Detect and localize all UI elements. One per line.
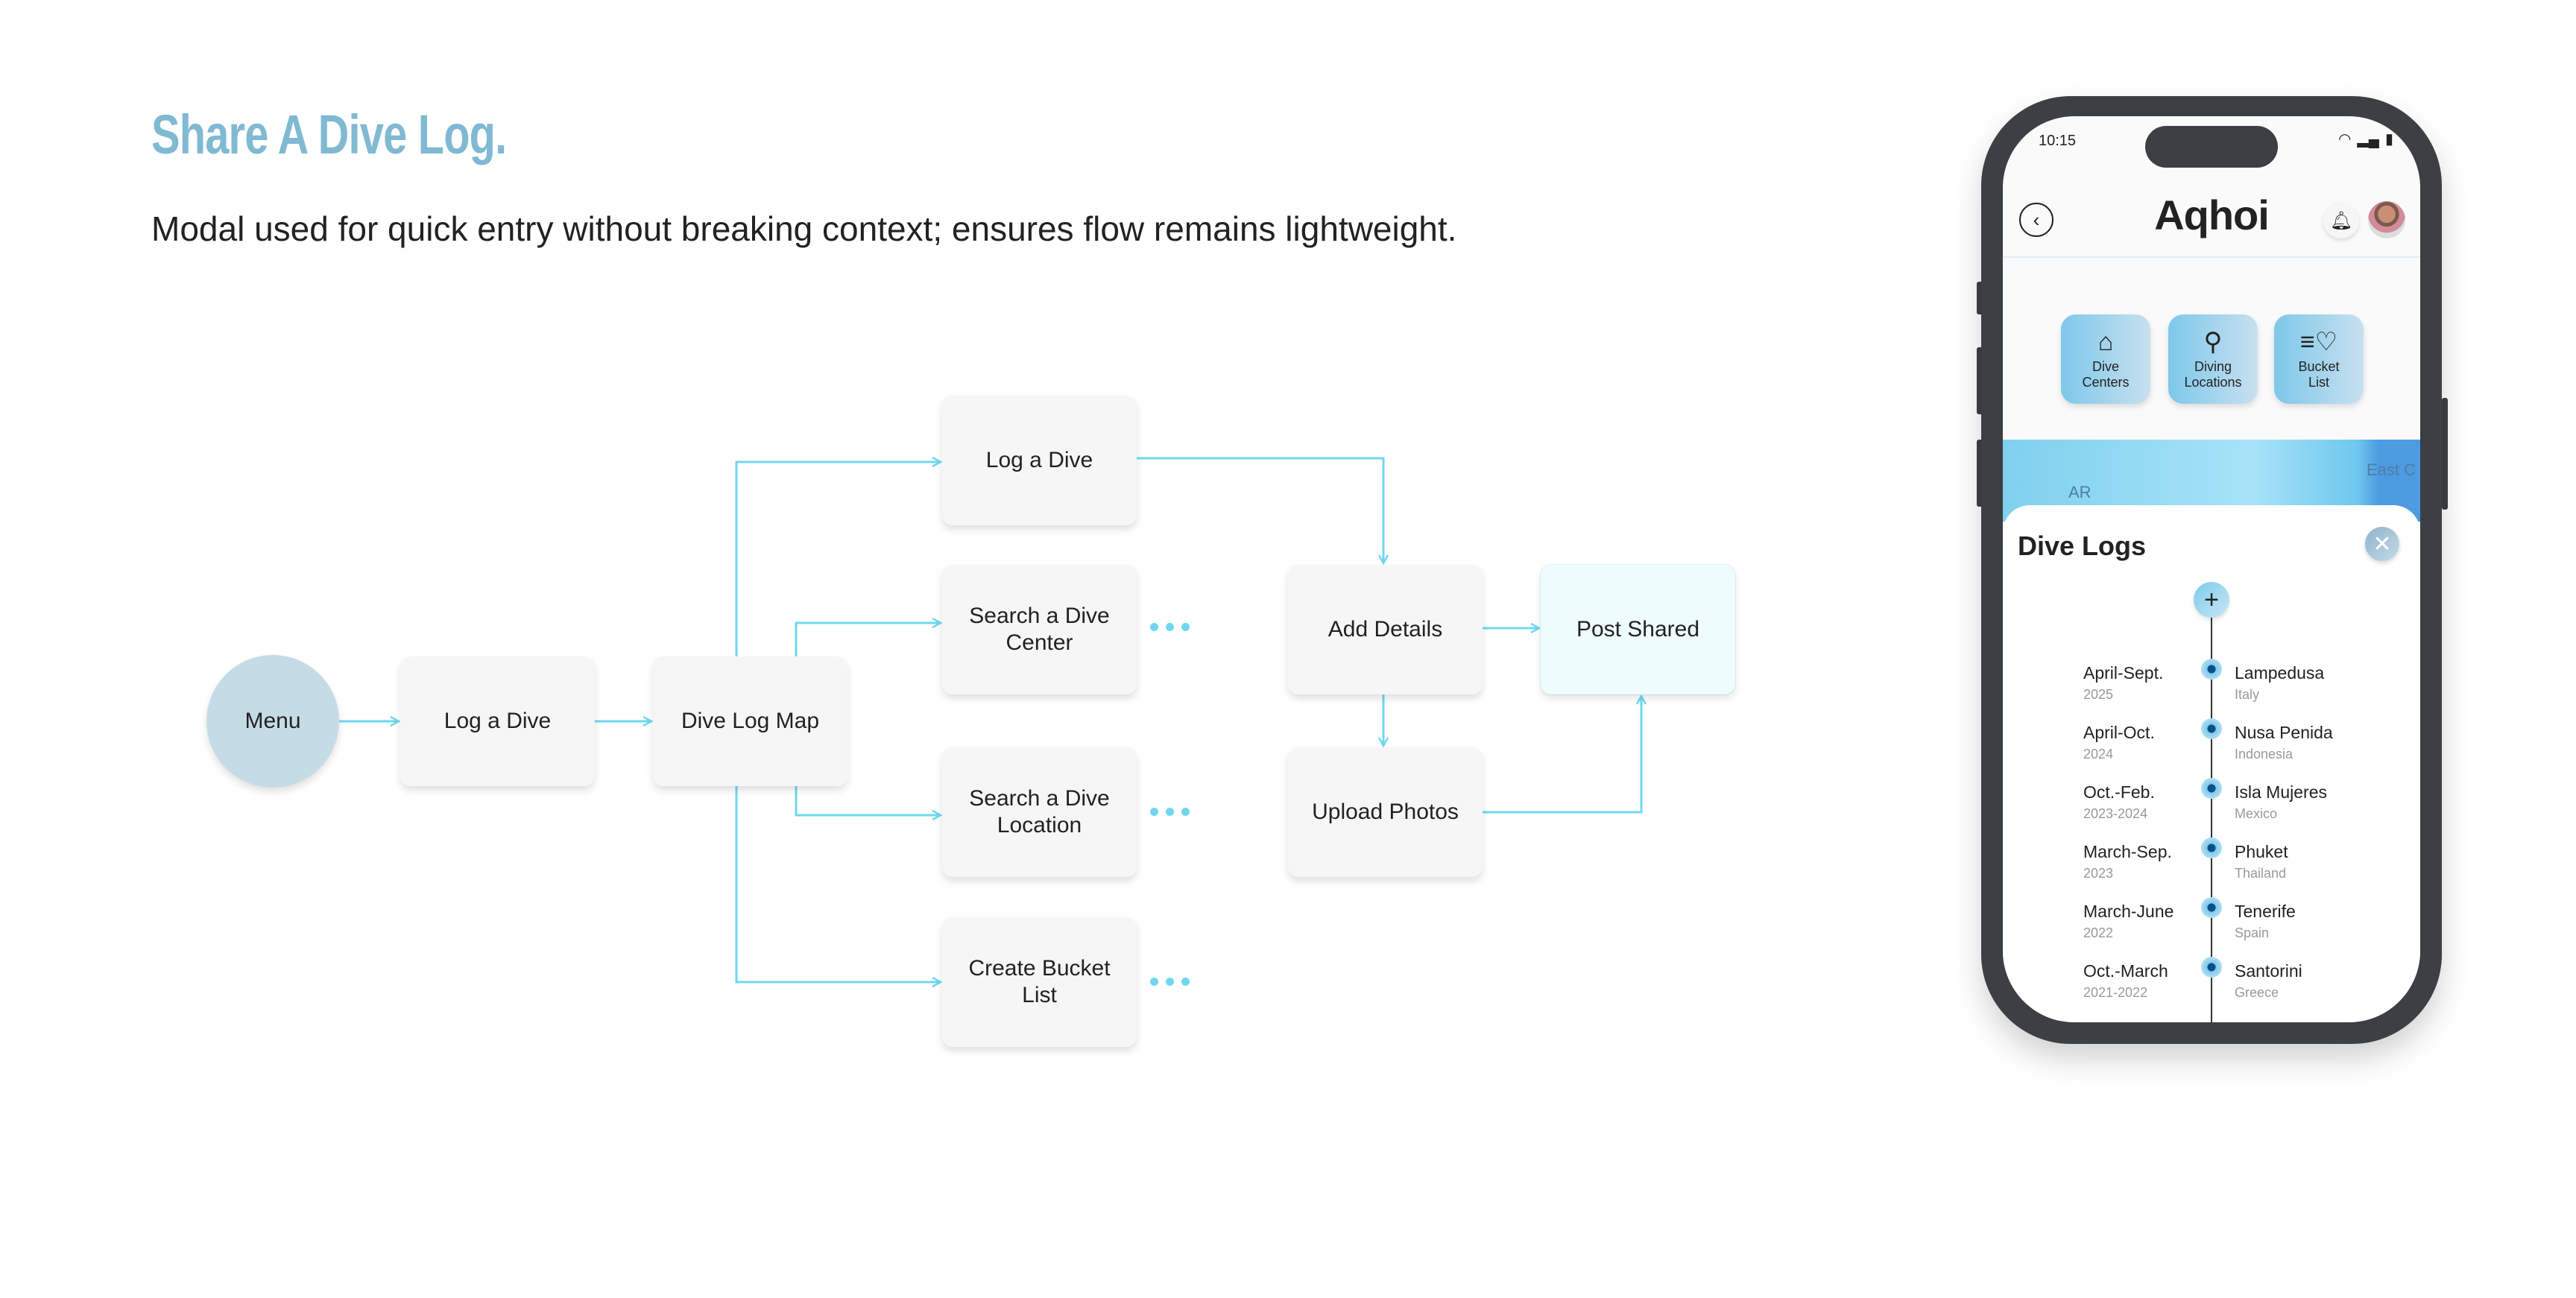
add-dive-log-button[interactable]: + <box>2194 582 2229 618</box>
list-heart-icon: ≡♡ <box>2299 328 2338 356</box>
diving-locations-button[interactable]: ⚲ Diving Locations <box>2168 314 2258 404</box>
ellipsis-icon <box>1150 978 1190 986</box>
timeline-dot <box>2201 897 2222 918</box>
button-label: Centers <box>2082 375 2130 390</box>
entry-country: Mexico <box>2235 806 2278 821</box>
ellipsis-icon <box>1150 623 1190 631</box>
flow-node-log-a-dive-2: Log a Dive <box>942 396 1137 525</box>
timeline-entry[interactable]: April-Oct. 2024 Nusa Penida Indonesia <box>2003 718 2420 775</box>
timeline-line <box>2211 617 2212 1022</box>
signal-icon: ▂▄ <box>2357 131 2379 148</box>
entry-year: 2024 <box>2083 747 2114 762</box>
map-label: AR <box>2068 483 2092 501</box>
app-logo: Aqhoi <box>2154 191 2270 238</box>
entry-dates: Oct.-March <box>2083 961 2168 981</box>
connector-upload-post <box>1483 696 1641 814</box>
connector-map-center <box>795 623 941 656</box>
entry-year: 2021-2022 <box>2083 985 2148 1000</box>
timeline-entry[interactable]: March-Sep. 2023 Phuket Thailand <box>2003 838 2420 894</box>
connector-map-location <box>795 786 941 815</box>
phone-side-button <box>1977 347 1983 414</box>
entry-country: Spain <box>2235 925 2270 940</box>
page-title: Share A Dive Log. <box>151 104 507 165</box>
entry-dates: March-June <box>2083 902 2174 921</box>
flow-node-add-details: Add Details <box>1288 565 1483 694</box>
entry-place: Lampedusa <box>2235 663 2325 683</box>
entry-place: Santorini <box>2235 961 2302 981</box>
entry-country: Greece <box>2235 985 2279 1000</box>
map-pin-icon: ⚲ <box>2203 328 2223 356</box>
phone-side-button <box>1977 440 1983 507</box>
button-label: Dive <box>2092 359 2119 374</box>
page-subtitle: Modal used for quick entry without break… <box>151 209 1457 248</box>
entry-place: Nusa Penida <box>2235 723 2333 742</box>
store-icon: ⌂ <box>2097 328 2114 356</box>
flow-node-menu: Menu <box>206 655 339 788</box>
phone-side-button <box>2442 398 2448 510</box>
entry-country: Indonesia <box>2235 747 2294 762</box>
entry-country: Thailand <box>2235 866 2287 881</box>
flow-node-log-a-dive: Log a Dive <box>400 656 595 786</box>
timeline-entry[interactable]: Oct.-March 2021-2022 Santorini Greece <box>2003 957 2420 1013</box>
timeline-dot <box>2201 718 2222 739</box>
button-label: Bucket <box>2298 359 2340 374</box>
connector-map-logdive <box>735 462 941 656</box>
phone-screen: 10:15 ◠ ▂▄ ▮ ‹ Aqhoi 🔔︎ ⌂ Dive Centers ⚲… <box>2003 116 2420 1022</box>
timeline-entry[interactable]: Oct.-Feb. 2023-2024 Isla Mujeres Mexico <box>2003 778 2420 835</box>
dive-logs-modal: Dive Logs ✕ + April-Sept. 2025 Lampedusa… <box>2003 505 2420 1022</box>
dive-centers-button[interactable]: ⌂ Dive Centers <box>2061 314 2150 404</box>
flow-node-search-dive-center: Search a Dive Center <box>942 565 1137 694</box>
entry-dates: Oct.-Feb. <box>2083 782 2155 802</box>
avatar[interactable] <box>2368 201 2405 238</box>
entry-year: 2022 <box>2083 925 2114 940</box>
bell-icon: 🔔︎ <box>2329 210 2353 231</box>
connector-logdive-details <box>1137 457 1383 563</box>
plus-icon: + <box>2204 585 2219 614</box>
entry-dates: March-Sep. <box>2083 842 2172 861</box>
timeline-dot <box>2201 659 2222 680</box>
notifications-button[interactable]: 🔔︎ <box>2323 203 2359 238</box>
timeline-dot <box>2201 778 2222 799</box>
flow-node-post-shared: Post Shared <box>1541 565 1735 694</box>
entry-year: 2025 <box>2083 687 2114 702</box>
header-divider <box>2003 256 2420 258</box>
dynamic-island <box>2145 126 2278 168</box>
entry-year: 2023-2024 <box>2083 806 2148 821</box>
timeline-entry[interactable]: April-Sept. 2025 Lampedusa Italy <box>2003 659 2420 715</box>
entry-year: 2023 <box>2083 866 2114 881</box>
flow-node-dive-log-map: Dive Log Map <box>653 656 847 786</box>
entry-place: Isla Mujeres <box>2235 782 2327 802</box>
button-label: Locations <box>2184 375 2242 390</box>
button-label: List <box>2308 375 2329 390</box>
flow-node-upload-photos: Upload Photos <box>1288 747 1483 877</box>
ellipsis-icon <box>1150 808 1190 816</box>
status-icons: ◠ ▂▄ ▮ <box>2338 130 2393 148</box>
entry-dates: April-Sept. <box>2083 663 2164 683</box>
modal-title: Dive Logs <box>2018 531 2147 561</box>
flow-node-search-dive-location: Search a Dive Location <box>942 747 1137 877</box>
button-label: Diving <box>2194 359 2232 374</box>
entry-dates: April-Oct. <box>2083 723 2155 742</box>
back-button[interactable]: ‹ <box>2019 203 2053 237</box>
timeline-dot <box>2201 957 2222 978</box>
close-button[interactable]: ✕ <box>2365 527 2399 561</box>
phone-side-button <box>1977 282 1983 314</box>
bucket-list-button[interactable]: ≡♡ Bucket List <box>2274 314 2364 404</box>
wifi-icon: ◠ <box>2337 131 2352 148</box>
battery-icon: ▮ <box>2384 131 2393 148</box>
connector-map-bucket <box>735 786 941 982</box>
close-icon: ✕ <box>2373 531 2392 557</box>
status-time: 10:15 <box>2039 133 2077 149</box>
flow-node-create-bucket-list: Create Bucket List <box>942 917 1137 1047</box>
entry-country: Italy <box>2235 687 2260 702</box>
map-label: East C <box>2367 460 2416 479</box>
timeline-dot <box>2201 838 2222 858</box>
timeline-entry[interactable]: March-June 2022 Tenerife Spain <box>2003 897 2420 954</box>
entry-place: Phuket <box>2235 842 2288 861</box>
entry-place: Tenerife <box>2235 902 2296 921</box>
chevron-left-icon: ‹ <box>2033 208 2040 231</box>
